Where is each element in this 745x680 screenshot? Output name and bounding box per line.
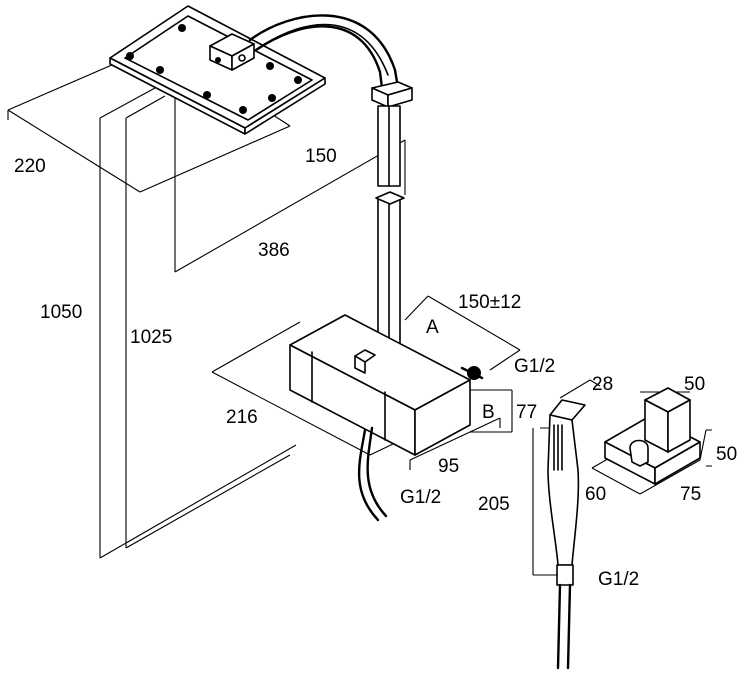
label-b: B [482,402,495,423]
label-50-top: 50 [684,374,705,395]
dimension-lines [7,41,712,576]
label-60: 60 [585,484,606,505]
label-1050: 1050 [40,302,82,323]
hand-shower [547,399,586,670]
label-1025: 1025 [130,327,172,348]
label-50-side: 50 [716,444,737,465]
label-216: 216 [226,407,258,428]
label-77: 77 [516,402,537,423]
label-g12-top: G1/2 [514,356,555,377]
shower-arm [248,14,400,90]
head-screw-dots [126,24,302,114]
label-g12-handset: G1/2 [598,569,639,590]
dimension-labels: 220 150 386 1050 1025 150±12 A G1/2 B 21… [14,146,737,590]
overhead-shower-head [109,5,326,135]
wall-holder [604,387,701,485]
label-a: A [426,317,439,338]
label-205: 205 [478,494,510,515]
label-75: 75 [680,484,701,505]
label-386: 386 [258,240,290,261]
label-150-12: 150±12 [458,292,521,313]
label-28: 28 [592,374,613,395]
riser-rail [371,81,413,349]
label-95: 95 [438,456,459,477]
label-220: 220 [14,156,46,177]
mixer-hose [357,426,388,522]
label-150: 150 [305,146,337,167]
label-g12-bottom: G1/2 [400,487,441,508]
mixer-body [289,314,484,456]
